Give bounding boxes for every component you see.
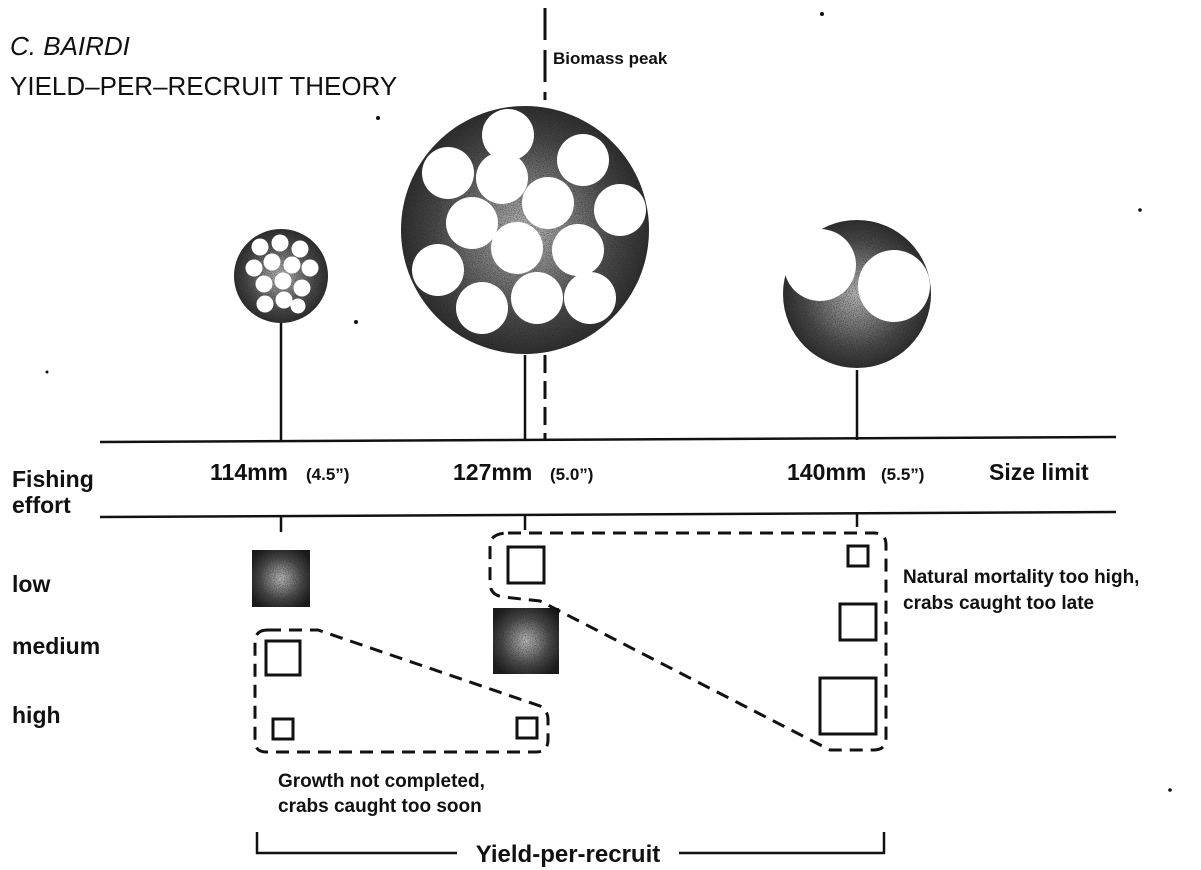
- size-label-127-inch: (5.0”): [550, 465, 593, 484]
- effort-medium-label: medium: [12, 633, 100, 659]
- mortality-note-line-1: Natural mortality too high,: [903, 567, 1139, 588]
- print-specks: [46, 12, 1172, 792]
- yield-square-140-medium: [840, 604, 876, 640]
- mortality-note-line-2: crabs caught too late: [903, 593, 1094, 614]
- size-limit-label: Size limit: [989, 459, 1089, 485]
- biomass-circle-140: [783, 220, 931, 368]
- yield-square-127-low: [508, 547, 544, 583]
- species-title: C. BAIRDI: [10, 31, 130, 61]
- fishing-effort-label-2: effort: [12, 492, 71, 518]
- size-label-114-inch: (4.5”): [306, 465, 349, 484]
- yield-square-114-medium: [266, 641, 300, 675]
- effort-low-label: low: [12, 571, 50, 597]
- size-label-114-mm: 114mm: [210, 459, 288, 485]
- yield-square-127-medium: [493, 608, 559, 674]
- size-label-140-mm: 140mm: [787, 459, 866, 485]
- effort-high-label: high: [12, 702, 61, 728]
- yield-per-recruit-label: Yield-per-recruit: [476, 841, 661, 868]
- yield-square-140-high: [820, 678, 876, 734]
- size-axis-line: [100, 437, 1116, 442]
- biomass-circle-127: [401, 106, 649, 354]
- effort-axis-line: [100, 512, 1116, 517]
- diagram-title: YIELD–PER–RECRUIT THEORY: [10, 71, 397, 101]
- yield-square-140-low: [848, 546, 868, 566]
- growth-note-line-1: Growth not completed,: [278, 771, 485, 792]
- size-label-140-inch: (5.5”): [881, 465, 924, 484]
- growth-note-line-2: crabs caught too soon: [278, 796, 482, 817]
- biomass-circle-114: [234, 229, 328, 323]
- yield-square-114-low: [252, 550, 310, 607]
- biomass-peak-label: Biomass peak: [553, 49, 668, 68]
- yield-square-127-high: [517, 718, 537, 738]
- fishing-effort-label-1: Fishing: [12, 466, 94, 492]
- yield-bracket-left: [257, 832, 457, 853]
- yield-square-114-high: [273, 719, 293, 739]
- size-label-127-mm: 127mm: [453, 459, 532, 485]
- yield-bracket-right: [679, 832, 884, 853]
